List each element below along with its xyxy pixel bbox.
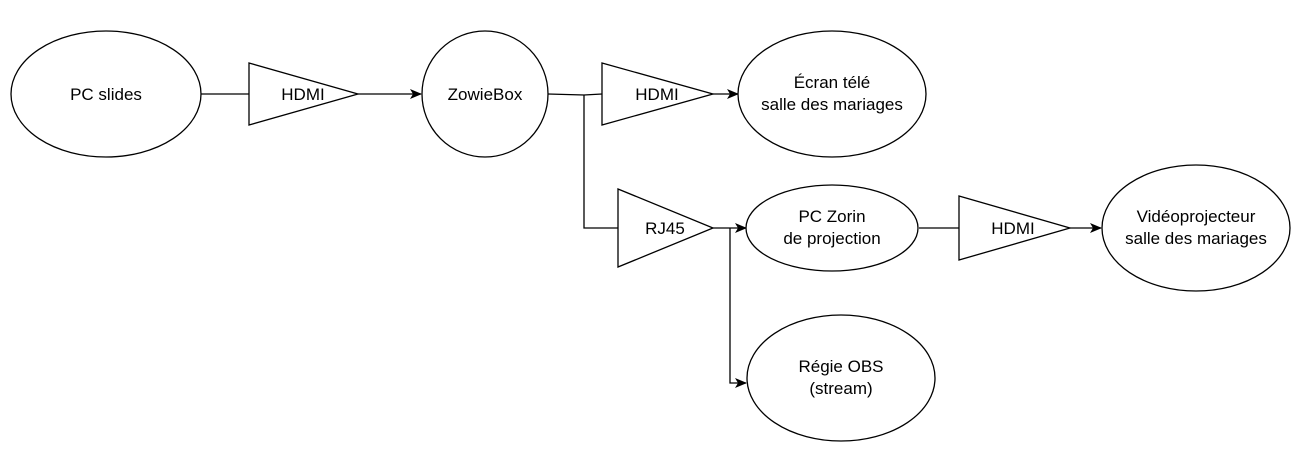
pc-zorin-ellipse	[745, 184, 919, 272]
node-ecran-tele[interactable]: Écran télé salle des mariages	[737, 30, 927, 158]
videoprojecteur-ellipse	[1101, 164, 1291, 292]
connector-zowiebox-to-rj45	[583, 95, 618, 229]
node-hdmi-1[interactable]: HDMI	[248, 62, 361, 126]
hdmi-2-label: HDMI	[635, 85, 678, 104]
node-zowiebox[interactable]: ZowieBox	[421, 30, 549, 158]
rj45-label: RJ45	[645, 219, 685, 238]
node-regie-obs[interactable]: Régie OBS (stream)	[746, 314, 936, 442]
pc-slides-label: PC slides	[70, 85, 142, 104]
pc-zorin-label-line2: de projection	[783, 229, 880, 248]
ecran-tele-ellipse	[737, 30, 927, 158]
videoprojecteur-label-line2: salle des mariages	[1125, 229, 1267, 248]
node-pc-slides[interactable]: PC slides	[10, 30, 202, 158]
zowiebox-label: ZowieBox	[448, 85, 523, 104]
pc-slides-ellipse	[10, 30, 202, 158]
hdmi-2-triangle	[601, 62, 716, 126]
hdmi-3-label: HDMI	[991, 219, 1034, 238]
zowiebox-ellipse	[421, 30, 549, 158]
hdmi-1-label: HDMI	[281, 85, 324, 104]
node-pc-zorin[interactable]: PC Zorin de projection	[745, 184, 919, 272]
rj45-triangle	[617, 188, 715, 268]
regie-obs-label-line2: (stream)	[809, 379, 872, 398]
node-videoprojecteur[interactable]: Vidéoprojecteur salle des mariages	[1101, 164, 1291, 292]
regie-obs-label-line1: Régie OBS	[798, 357, 883, 376]
pc-zorin-label-line1: PC Zorin	[798, 207, 865, 226]
videoprojecteur-label-line1: Vidéoprojecteur	[1137, 207, 1256, 226]
node-hdmi-3[interactable]: HDMI	[958, 195, 1073, 261]
ecran-tele-label-line2: salle des mariages	[761, 95, 903, 114]
connector-zowiebox-to-hdmi-2	[547, 93, 603, 96]
hdmi-1-triangle	[248, 62, 361, 126]
arrow-rj45-to-regie-obs	[729, 228, 747, 388]
node-hdmi-2[interactable]: HDMI	[601, 62, 716, 126]
regie-obs-ellipse	[746, 314, 936, 442]
node-rj45[interactable]: RJ45	[617, 188, 715, 268]
hdmi-3-triangle	[958, 195, 1073, 261]
ecran-tele-label-line1: Écran télé	[794, 73, 871, 92]
